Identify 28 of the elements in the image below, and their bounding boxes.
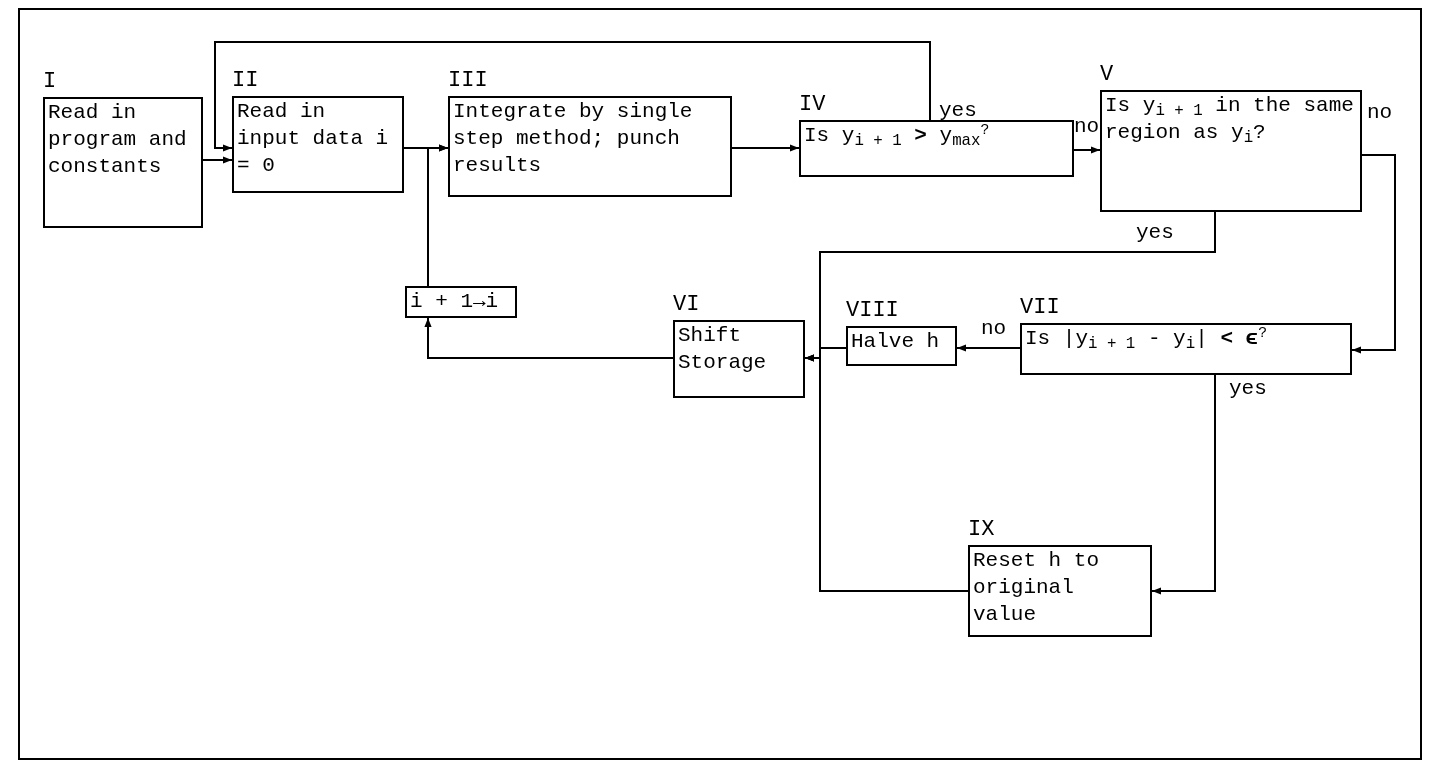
arrow bbox=[1351, 154, 1396, 354]
process-box: Integrate by single step method; punch results bbox=[448, 96, 732, 197]
arrow bbox=[424, 317, 674, 359]
step-number: VII bbox=[1020, 294, 1060, 322]
arrow bbox=[214, 41, 931, 152]
process-box: i + 1→i bbox=[405, 286, 517, 318]
arrow bbox=[202, 156, 233, 164]
process-box: Reset h to original value bbox=[968, 545, 1152, 637]
arrow bbox=[1151, 374, 1216, 595]
arrow bbox=[1073, 146, 1101, 154]
step-number: IX bbox=[968, 516, 995, 544]
arrow bbox=[804, 354, 969, 592]
step-number: II bbox=[232, 67, 259, 95]
step-number: III bbox=[448, 67, 488, 95]
process-box: Is |y$_{i + 1}$ - y$_{i}$| < ϵ$^{?}$ bbox=[1020, 323, 1352, 375]
step-number: VIII bbox=[846, 297, 899, 325]
process-box: Halve h bbox=[846, 326, 957, 366]
process-box: Read in program and constants bbox=[43, 97, 203, 228]
step-number: IV bbox=[799, 91, 826, 119]
arrow bbox=[731, 144, 800, 152]
process-box: Read in input data i = 0 bbox=[232, 96, 404, 193]
step-number: VI bbox=[673, 291, 700, 319]
arrow bbox=[427, 144, 449, 287]
process-box: Shift Storage bbox=[673, 320, 805, 398]
arrow bbox=[956, 344, 1021, 352]
process-box: Is y$_{i + 1}$ in the same region as y$_{i}$? bbox=[1100, 90, 1362, 212]
step-number: V bbox=[1100, 61, 1114, 89]
step-number: I bbox=[43, 68, 57, 96]
